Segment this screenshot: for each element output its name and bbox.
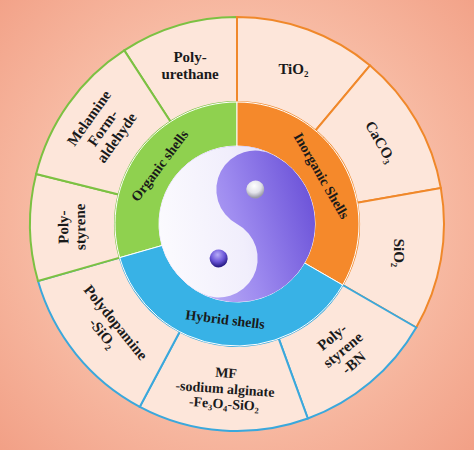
shell-class-band: Hybrid shells	[185, 308, 266, 333]
material-label: MF -sodium alginate -Fe₃O₄-SiO₂	[174, 362, 276, 416]
shell-material-segment: MF -sodium alginate -Fe₃O₄-SiO₂	[174, 362, 276, 416]
material-label: Poly- styrene -BN	[309, 316, 377, 384]
shell-material-segment: Poly- styrene	[55, 203, 89, 250]
shell-material-segment: Melamine Form- aldehyde	[64, 87, 142, 168]
band-label: Hybrid shells	[185, 308, 266, 333]
material-label: Poly- styrene	[55, 203, 89, 250]
material-label: SiO₂	[391, 238, 408, 267]
material-label: CaCO₃	[361, 118, 398, 166]
material-label: TiO₂	[278, 61, 308, 78]
shell-class-band: Inorganic Shells	[290, 130, 352, 222]
shell-material-segment: CaCO₃	[361, 118, 398, 166]
sphere	[243, 177, 267, 201]
shell-material-segment: Polydopamine -SiO₂	[67, 282, 151, 374]
material-label: Melamine Form- aldehyde	[64, 87, 142, 168]
shell-material-segment: TiO₂	[278, 61, 308, 78]
shell-material-segment: Poly- urethane	[162, 49, 219, 83]
wheel-disk	[30, 17, 444, 431]
band-label: Inorganic Shells	[290, 130, 352, 222]
shell-material-segment: Poly- styrene -BN	[309, 316, 377, 384]
material-label: Polydopamine -SiO₂	[67, 282, 151, 374]
material-label: Poly- urethane	[162, 49, 219, 83]
sphere	[207, 246, 231, 270]
shell-material-segment: SiO₂	[391, 238, 408, 267]
band-label: Organic shells	[128, 127, 192, 204]
yin-yang-light	[132, 119, 309, 312]
shell-class-band: Organic shells	[128, 127, 192, 204]
